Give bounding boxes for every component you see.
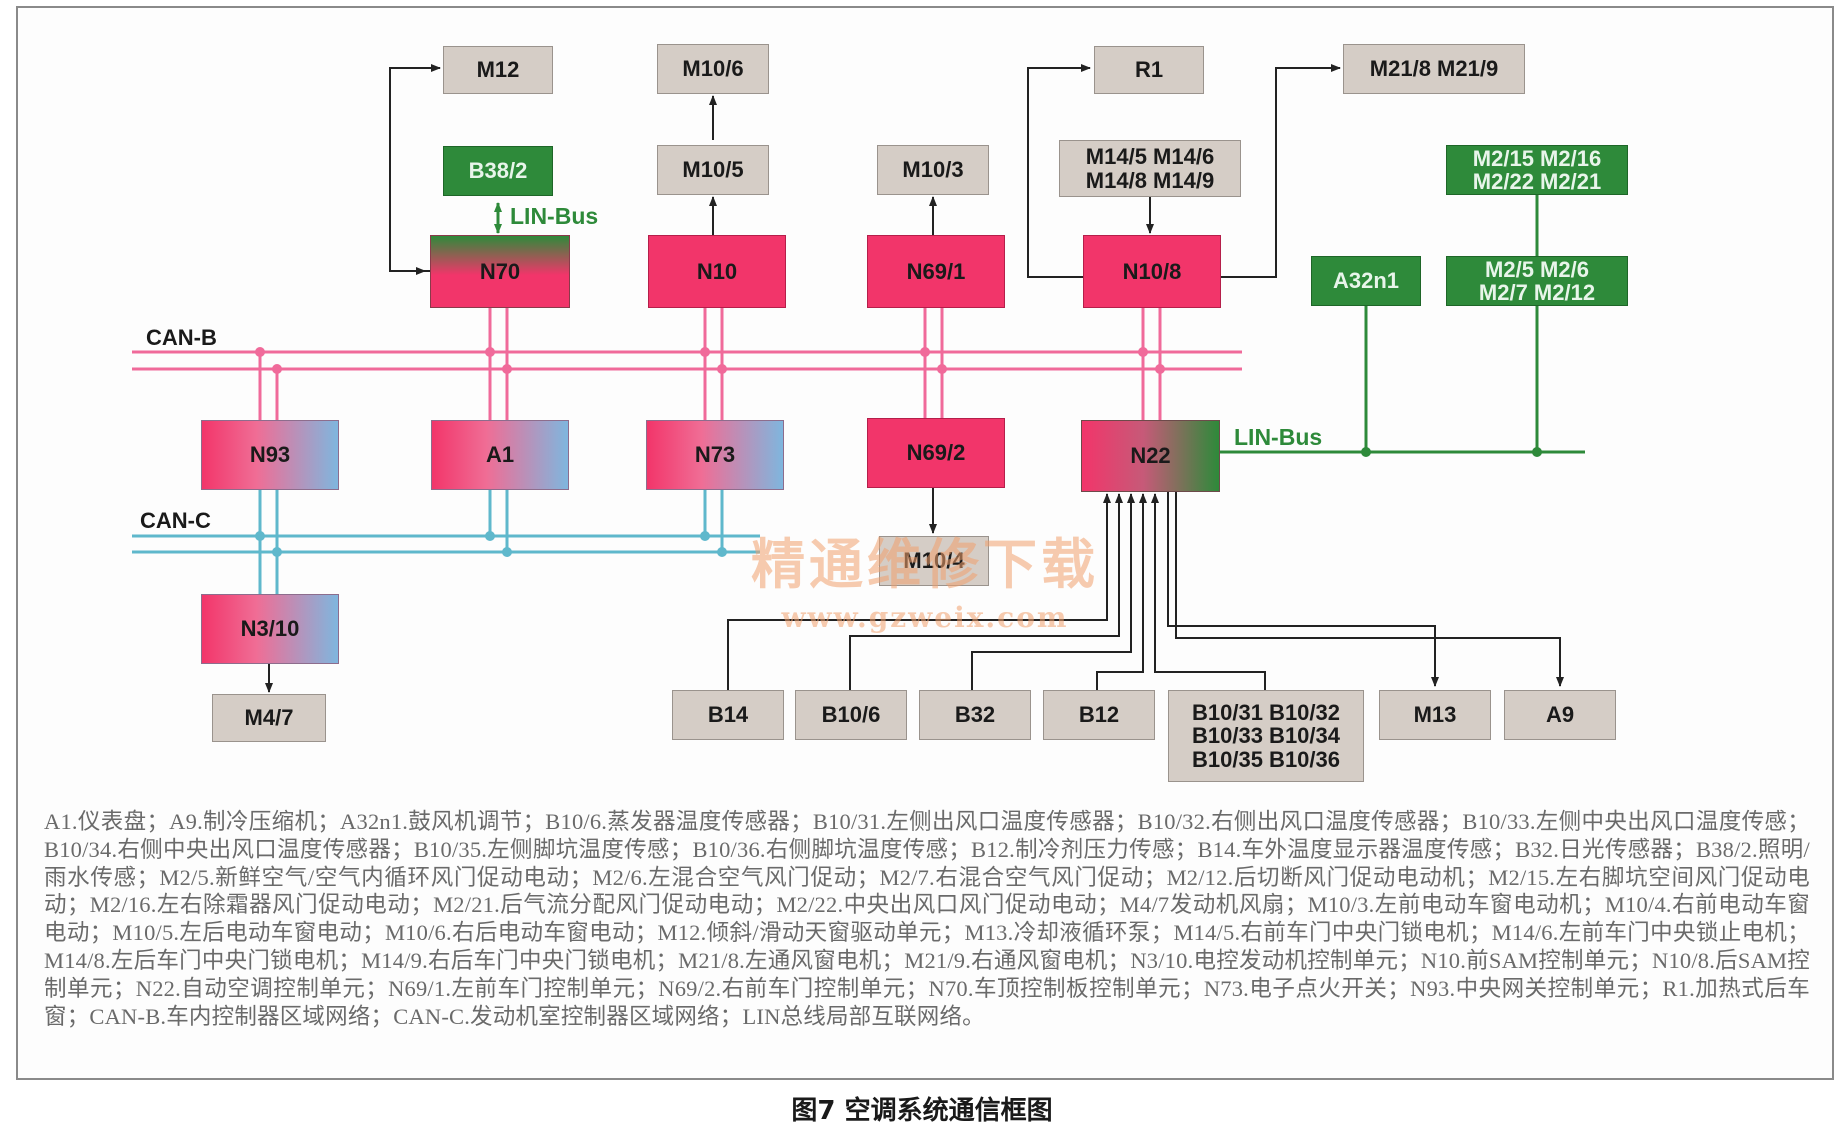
module-n93-label: N93	[249, 442, 291, 468]
actuator-a9-label: A9	[1545, 702, 1575, 728]
module-m14-row2: M14/8 M14/9	[1085, 167, 1215, 193]
sensor-b32-label: B32	[954, 702, 996, 728]
can-b-bus	[132, 308, 1242, 420]
module-n22-label: N22	[1130, 443, 1171, 469]
sensor-b14-label: B14	[707, 702, 749, 728]
module-b38-2: B38/2	[443, 146, 553, 196]
watermark-line1: 精通维修下载	[751, 532, 1099, 596]
module-m10-3: M10/3	[877, 145, 989, 195]
module-n69-2-label: N69/2	[906, 440, 966, 466]
module-m12: M12	[443, 46, 553, 94]
module-m10-5-label: M10/5	[682, 157, 744, 183]
sensor-b10-row2: B10/33 B10/34	[1192, 723, 1340, 749]
watermark-line2: www.gzweix.com	[781, 601, 1069, 634]
module-n69-1: N69/1	[867, 235, 1005, 308]
module-n3-10: N3/10	[201, 594, 339, 664]
module-m12-label: M12	[476, 57, 520, 83]
figure-caption: 图7 空调系统通信框图	[791, 1096, 1053, 1126]
actuator-m13-label: M13	[1413, 702, 1457, 728]
lin-bus-label-top: LIN-Bus	[510, 203, 599, 229]
module-m2-group-a: M2/15 M2/16 M2/22 M2/21	[1446, 145, 1628, 195]
module-m10-4-label: M10/4	[903, 548, 965, 574]
module-n73: N73	[646, 420, 784, 490]
module-a1: A1	[431, 420, 569, 490]
module-r1: R1	[1094, 46, 1204, 94]
sensor-b10-6-label: B10/6	[821, 702, 881, 728]
module-n3-10-label: N3/10	[240, 616, 300, 642]
module-m2b-row1: M2/5 M2/6	[1485, 256, 1589, 282]
module-m2a-row2: M2/22 M2/21	[1472, 169, 1602, 194]
module-n10-8-label: N10/8	[1122, 258, 1182, 284]
module-m2a-row1: M2/15 M2/16	[1472, 145, 1602, 171]
can-c-label: CAN-C	[140, 508, 211, 533]
lin-bus-junctions	[1361, 447, 1542, 457]
module-m21: M21/8 M21/9	[1343, 44, 1525, 94]
module-n73-label: N73	[694, 442, 736, 468]
signal-arrows	[265, 64, 1564, 693]
can-c-junctions	[255, 531, 727, 557]
actuator-a9: A9	[1504, 690, 1616, 740]
module-m21-label: M21/8 M21/9	[1369, 56, 1499, 82]
module-m2b-row2: M2/7 M2/12	[1478, 280, 1596, 305]
module-m10-4: M10/4	[879, 536, 989, 586]
sensor-b32: B32	[919, 690, 1031, 740]
module-n70: N70	[430, 235, 570, 308]
module-n70-label: N70	[479, 258, 521, 284]
module-m10-5: M10/5	[657, 145, 769, 195]
module-n69-1-label: N69/1	[906, 258, 966, 284]
can-c-bus	[132, 490, 760, 594]
module-n10-label: N10	[696, 258, 738, 284]
module-a1-label: A1	[485, 442, 515, 468]
sensor-b12-label: B12	[1078, 702, 1120, 728]
sensor-b12: B12	[1043, 690, 1155, 740]
module-b38-2-label: B38/2	[468, 158, 528, 184]
sensor-b10-row3: B10/35 B10/36	[1192, 746, 1340, 772]
module-a32n1: A32n1	[1311, 256, 1421, 306]
module-n10-8: N10/8	[1083, 235, 1221, 308]
can-b-junctions	[255, 347, 1165, 374]
lin-bus-right	[1220, 193, 1585, 454]
can-b-label: CAN-B	[146, 325, 217, 350]
lin-bus-label-right: LIN-Bus	[1234, 424, 1323, 450]
module-a32n1-label: A32n1	[1332, 268, 1400, 294]
module-m10-6-label: M10/6	[682, 56, 744, 82]
legend-text: A1.仪表盘；A9.制冷压缩机；A32n1.鼓风机调节；B10/6.蒸发器温度传…	[44, 809, 1810, 1029]
actuator-m13: M13	[1379, 690, 1491, 740]
module-m14-row1: M14/5 M14/6	[1085, 144, 1215, 170]
module-m14-group: M14/5 M14/6 M14/8 M14/9	[1059, 140, 1241, 197]
sensor-b10-group: B10/31 B10/32 B10/33 B10/34 B10/35 B10/3…	[1168, 690, 1364, 782]
module-m4-7: M4/7	[212, 694, 326, 742]
module-r1-label: R1	[1134, 57, 1164, 83]
sensor-b10-row1: B10/31 B10/32	[1192, 700, 1340, 726]
module-m10-6: M10/6	[657, 44, 769, 94]
module-n69-2: N69/2	[867, 418, 1005, 488]
module-m4-7-label: M4/7	[244, 705, 294, 731]
watermark: 精通维修下载 www.gzweix.com	[745, 520, 1105, 634]
module-m2-group-b: M2/5 M2/6 M2/7 M2/12	[1446, 256, 1628, 306]
module-n93: N93	[201, 420, 339, 490]
module-n22: N22	[1081, 420, 1220, 492]
module-m10-3-label: M10/3	[902, 157, 964, 183]
sensor-b10-6: B10/6	[795, 690, 907, 740]
sensor-b14: B14	[672, 690, 784, 740]
module-n10: N10	[648, 235, 786, 308]
